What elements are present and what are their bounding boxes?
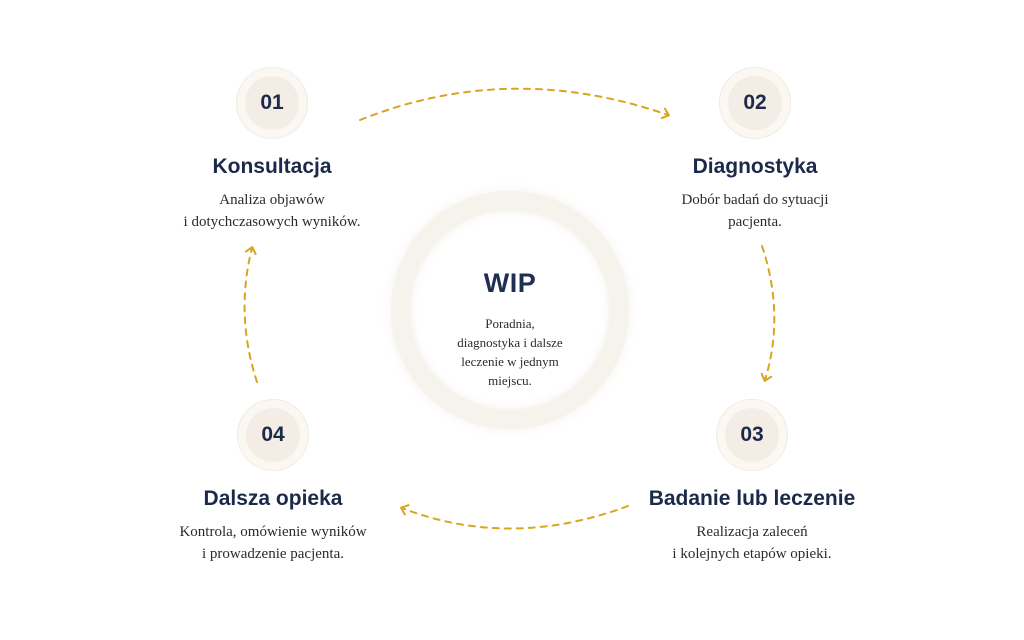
step-number-badge: 01	[236, 67, 308, 139]
step-konsultacja: 01 Konsultacja Analiza objawów i dotychc…	[122, 67, 422, 233]
step-description: Dobór badań do sytuacji pacjenta.	[605, 189, 905, 233]
step-description-line: i dotychczasowych wyników.	[183, 214, 361, 230]
step-description-line: pacjenta.	[728, 214, 782, 230]
step-description-line: Kontrola, omówienie wyników	[179, 524, 367, 540]
step-description-line: i prowadzenie pacjenta.	[201, 546, 344, 562]
center-inner-circle: WIP Poradnia, diagnostyka i dalsze lecze…	[410, 210, 610, 410]
step-dalsza-opieka: 04 Dalsza opieka Kontrola, omówienie wyn…	[123, 399, 423, 565]
step-description: Analiza objawów i dotychczasowych wynikó…	[122, 189, 422, 233]
center-line: miejscu.	[488, 373, 532, 388]
step-description: Realizacja zaleceń i kolejnych etapów op…	[602, 521, 902, 565]
step-number: 03	[725, 408, 779, 462]
center-line: diagnostyka i dalsze	[457, 335, 563, 350]
step-description-line: i kolejnych etapów opieki.	[672, 546, 832, 562]
step-title: Diagnostyka	[692, 155, 818, 178]
step-diagnostyka: 02 Diagnostyka Dobór badań do sytuacji p…	[605, 67, 905, 233]
step-title: Konsultacja	[212, 155, 332, 178]
center-circle: WIP Poradnia, diagnostyka i dalsze lecze…	[391, 191, 629, 429]
step-description-line: Analiza objawów	[219, 192, 325, 208]
center-line: leczenie w jednym	[461, 354, 559, 369]
step-number-badge: 04	[237, 399, 309, 471]
step-badanie-lub-leczenie: 03 Badanie lub leczenie Realizacja zalec…	[602, 399, 902, 565]
step-title: Badanie lub leczenie	[648, 487, 856, 510]
arrow-03-to-04	[400, 504, 629, 530]
center-line: Poradnia,	[485, 316, 535, 331]
step-number-badge: 02	[719, 67, 791, 139]
step-title: Dalsza opieka	[203, 487, 343, 510]
step-number: 02	[728, 76, 782, 130]
step-number: 01	[245, 76, 299, 130]
step-number: 04	[246, 408, 300, 462]
step-description-line: Realizacja zaleceń	[696, 524, 808, 540]
arrow-01-to-02	[359, 87, 670, 121]
arrow-02-to-03	[760, 245, 776, 382]
arrow-04-to-01	[243, 246, 258, 383]
step-number-badge: 03	[716, 399, 788, 471]
step-description: Kontrola, omówienie wyników i prowadzeni…	[123, 521, 423, 565]
center-description: Poradnia, diagnostyka i dalsze leczenie …	[440, 314, 580, 390]
center-title: WIP	[483, 268, 537, 298]
step-description-line: Dobór badań do sytuacji	[681, 192, 829, 208]
